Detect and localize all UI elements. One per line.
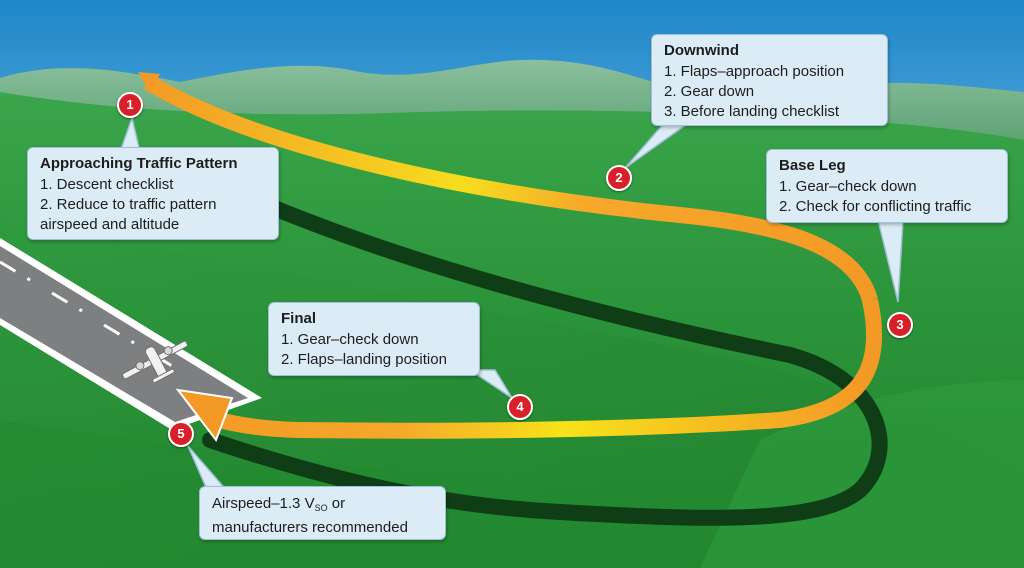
callout-base-leg: Base Leg 1. Gear–check down 2. Check for…: [766, 149, 1008, 223]
path-start-chevron: [138, 72, 160, 92]
callout-item: 1. Gear–check down: [779, 178, 917, 195]
airspeed-line-2: manufacturers recommended: [212, 519, 408, 536]
callout-item: 2. Flaps–landing position: [281, 351, 447, 368]
callout-item: 1. Gear–check down: [281, 331, 419, 348]
airplane-icon: [122, 340, 188, 384]
callout-item: 2. Reduce to traffic pattern: [40, 196, 217, 213]
callout-item-continuation: airspeed and altitude: [40, 216, 180, 233]
callout-item: 3. Before landing checklist: [664, 103, 840, 120]
callout-approaching-traffic-pattern: Approaching Traffic Pattern 1. Descent c…: [27, 147, 279, 240]
marker-2: 2: [606, 165, 632, 191]
callout-downwind: Downwind 1. Flaps–approach position 2. G…: [651, 34, 888, 126]
pointer-final: [467, 369, 513, 399]
callout-title: Base Leg: [779, 157, 846, 174]
callout-title: Approaching Traffic Pattern: [40, 155, 238, 172]
marker-3: 3: [887, 312, 913, 338]
airspeed-prefix: Airspeed–1.3 V: [212, 495, 315, 512]
callout-item: 1. Flaps–approach position: [664, 63, 845, 80]
marker-1: 1: [117, 92, 143, 118]
runway: [0, 238, 262, 430]
callout-title: Final: [281, 310, 317, 327]
downwind-path: [143, 75, 878, 303]
marker-4: 4: [507, 394, 533, 420]
callout-airspeed: Airspeed–1.3 VSO or manufacturers recomm…: [199, 486, 446, 540]
callout-item: 2. Gear down: [664, 83, 755, 100]
callout-item: 2. Check for conflicting traffic: [779, 198, 972, 215]
final-path: [209, 298, 883, 439]
marker-5: 5: [168, 421, 194, 447]
airspeed-line-1: Airspeed–1.3 VSO or: [212, 494, 433, 518]
airspeed-subscript: SO: [314, 503, 328, 513]
airspeed-suffix: or: [327, 495, 346, 512]
callout-title: Downwind: [664, 42, 739, 59]
callout-final: Final 1. Gear–check down 2. Flaps–landin…: [268, 302, 480, 376]
final-arrow-head: [175, 388, 234, 443]
callout-item: 1. Descent checklist: [40, 176, 174, 193]
